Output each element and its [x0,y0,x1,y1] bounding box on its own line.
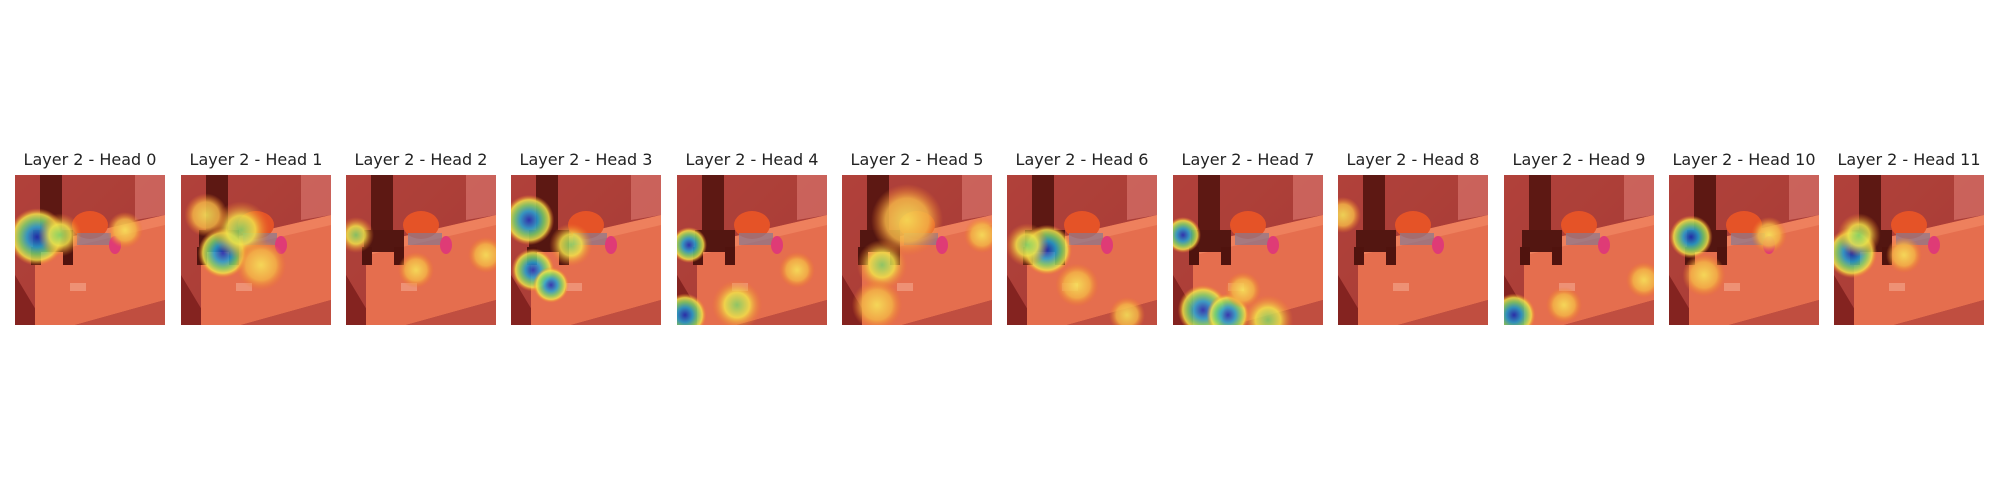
panel-title: Layer 2 - Head 10 [1672,150,1816,169]
panel-title: Layer 2 - Head 5 [850,150,984,169]
attention-heatmap-image [1669,175,1819,325]
panel-title: Layer 2 - Head 1 [189,150,323,169]
attention-heatmap-image [677,175,827,325]
panel-title: Layer 2 - Head 4 [685,150,819,169]
panel-title: Layer 2 - Head 6 [1015,150,1149,169]
panel-title: Layer 2 - Head 3 [519,150,653,169]
attention-heatmap-image [1338,175,1488,325]
attention-heatmap-image [1834,175,1984,325]
attention-heatmap-image [181,175,331,325]
panel-title: Layer 2 - Head 2 [354,150,488,169]
panel-title: Layer 2 - Head 7 [1181,150,1315,169]
attention-heatmap-image [346,175,496,325]
panel-title: Layer 2 - Head 9 [1512,150,1646,169]
panel-title: Layer 2 - Head 0 [23,150,157,169]
panel-title: Layer 2 - Head 11 [1837,150,1981,169]
attention-heatmap-image [1504,175,1654,325]
attention-heatmap-image [1173,175,1323,325]
attention-heatmap-image [511,175,661,325]
panel-title: Layer 2 - Head 8 [1346,150,1480,169]
attention-heatmap-image [15,175,165,325]
attention-heatmap-image [1007,175,1157,325]
attention-heatmap-image [842,175,992,325]
